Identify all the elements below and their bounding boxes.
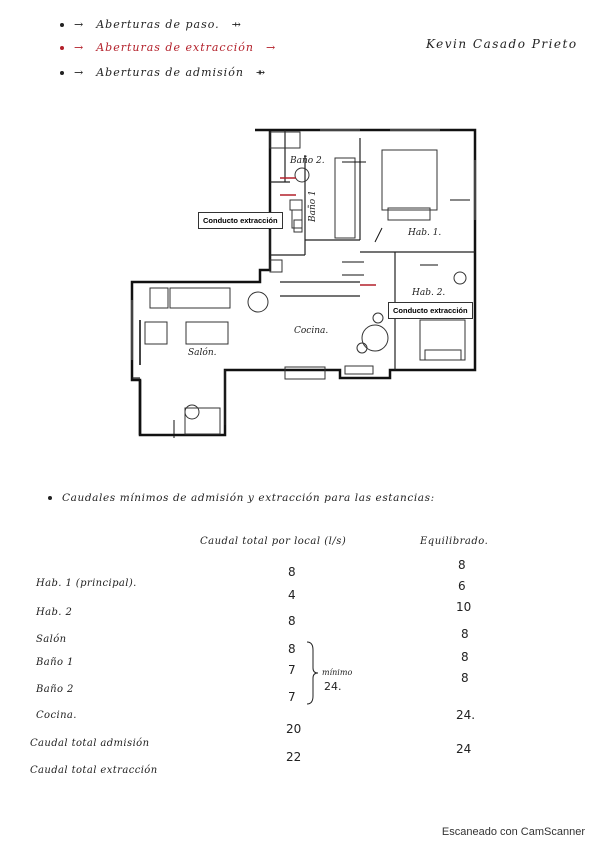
- legend-text: Aberturas de admisión: [96, 66, 244, 79]
- arrow-icon: →: [74, 18, 85, 31]
- extraccion-symbol-icon: →: [265, 41, 277, 54]
- conducto-extraccion-label: Conducto extracción: [198, 212, 283, 229]
- caudal-bano2: 7: [288, 663, 296, 677]
- equilibrado-hab1: 8: [458, 558, 466, 572]
- conducto-extraccion-label-2: Conducto extracción: [388, 302, 473, 319]
- legend-item-extraccion: → Aberturas de extracción →: [60, 41, 276, 54]
- caudal-hab1: 8: [288, 565, 296, 579]
- equilibrado-total-extraccion: 24: [456, 742, 472, 756]
- caudal-salon: 8: [288, 614, 296, 628]
- legend-item-admision: → Aberturas de admisión ⇻: [60, 66, 266, 79]
- floor-plan-drawing: [130, 128, 477, 438]
- legend-text: Aberturas de extracción: [96, 41, 254, 54]
- row-label-bano2: Baño 2: [36, 684, 74, 695]
- bullet-icon: [48, 496, 52, 500]
- caudal-total-admision: 20: [286, 722, 302, 736]
- col-header-equilibrado: Equilibrado.: [420, 536, 489, 547]
- legend-text: Aberturas de paso.: [96, 18, 220, 31]
- equilibrado-hab2: 6: [458, 579, 466, 593]
- room-label-bano2: Baño 2.: [290, 156, 325, 166]
- row-label-salon: Salón: [36, 634, 67, 645]
- caudal-cocina: 7: [288, 690, 296, 704]
- arrow-icon: →: [74, 41, 85, 54]
- col-header-caudal: Caudal total por local (l/s): [200, 536, 347, 547]
- room-label-hab1: Hab. 1.: [408, 228, 442, 238]
- equilibrado-salon: 10: [456, 600, 472, 614]
- bullet-icon: [60, 71, 64, 75]
- brace-icon: [306, 641, 319, 705]
- row-label-total-admision: Caudal total admisión: [30, 738, 150, 749]
- room-label-bano1: Baño 1: [308, 190, 318, 222]
- room-label-cocina: Cocina.: [294, 326, 329, 336]
- section-title: Caudales mínimos de admisión y extracció…: [48, 492, 435, 504]
- equilibrado-bano1: 8: [461, 627, 469, 641]
- author-name: Kevin Casado Prieto: [426, 37, 578, 51]
- caudal-bano1: 8: [288, 642, 296, 656]
- row-label-total-extraccion: Caudal total extracción: [30, 765, 158, 776]
- admision-symbol-icon: ⇻: [255, 66, 267, 79]
- brace-value: 24.: [324, 680, 342, 693]
- bullet-icon: [60, 46, 64, 50]
- room-label-hab2: Hab. 2.: [412, 288, 446, 298]
- equilibrado-cocina: 8: [461, 671, 469, 685]
- equilibrado-bano2: 8: [461, 650, 469, 664]
- section-title-text: Caudales mínimos de admisión y extracció…: [62, 492, 435, 504]
- arrow-icon: →: [74, 66, 85, 79]
- caudal-total-extraccion: 22: [286, 750, 302, 764]
- row-label-cocina: Cocina.: [36, 710, 77, 721]
- bullet-icon: [60, 23, 64, 27]
- equilibrado-total-admision: 24.: [456, 708, 476, 722]
- legend-item-paso: → Aberturas de paso. ⇸: [60, 18, 242, 31]
- row-label-hab1: Hab. 1 (principal).: [36, 578, 137, 589]
- room-label-salon: Salón.: [188, 348, 217, 358]
- floor-plan: Baño 2. Baño 1 Hab. 1. Hab. 2. Salón. Co…: [120, 120, 490, 460]
- scanner-watermark: Escaneado con CamScanner: [441, 826, 585, 838]
- caudal-hab2: 4: [288, 588, 296, 602]
- row-label-bano1: Baño 1: [36, 657, 74, 668]
- paso-symbol-icon: ⇸: [231, 18, 242, 31]
- brace-note-minimo: mínimo: [322, 668, 353, 677]
- row-label-hab2: Hab. 2: [36, 607, 73, 618]
